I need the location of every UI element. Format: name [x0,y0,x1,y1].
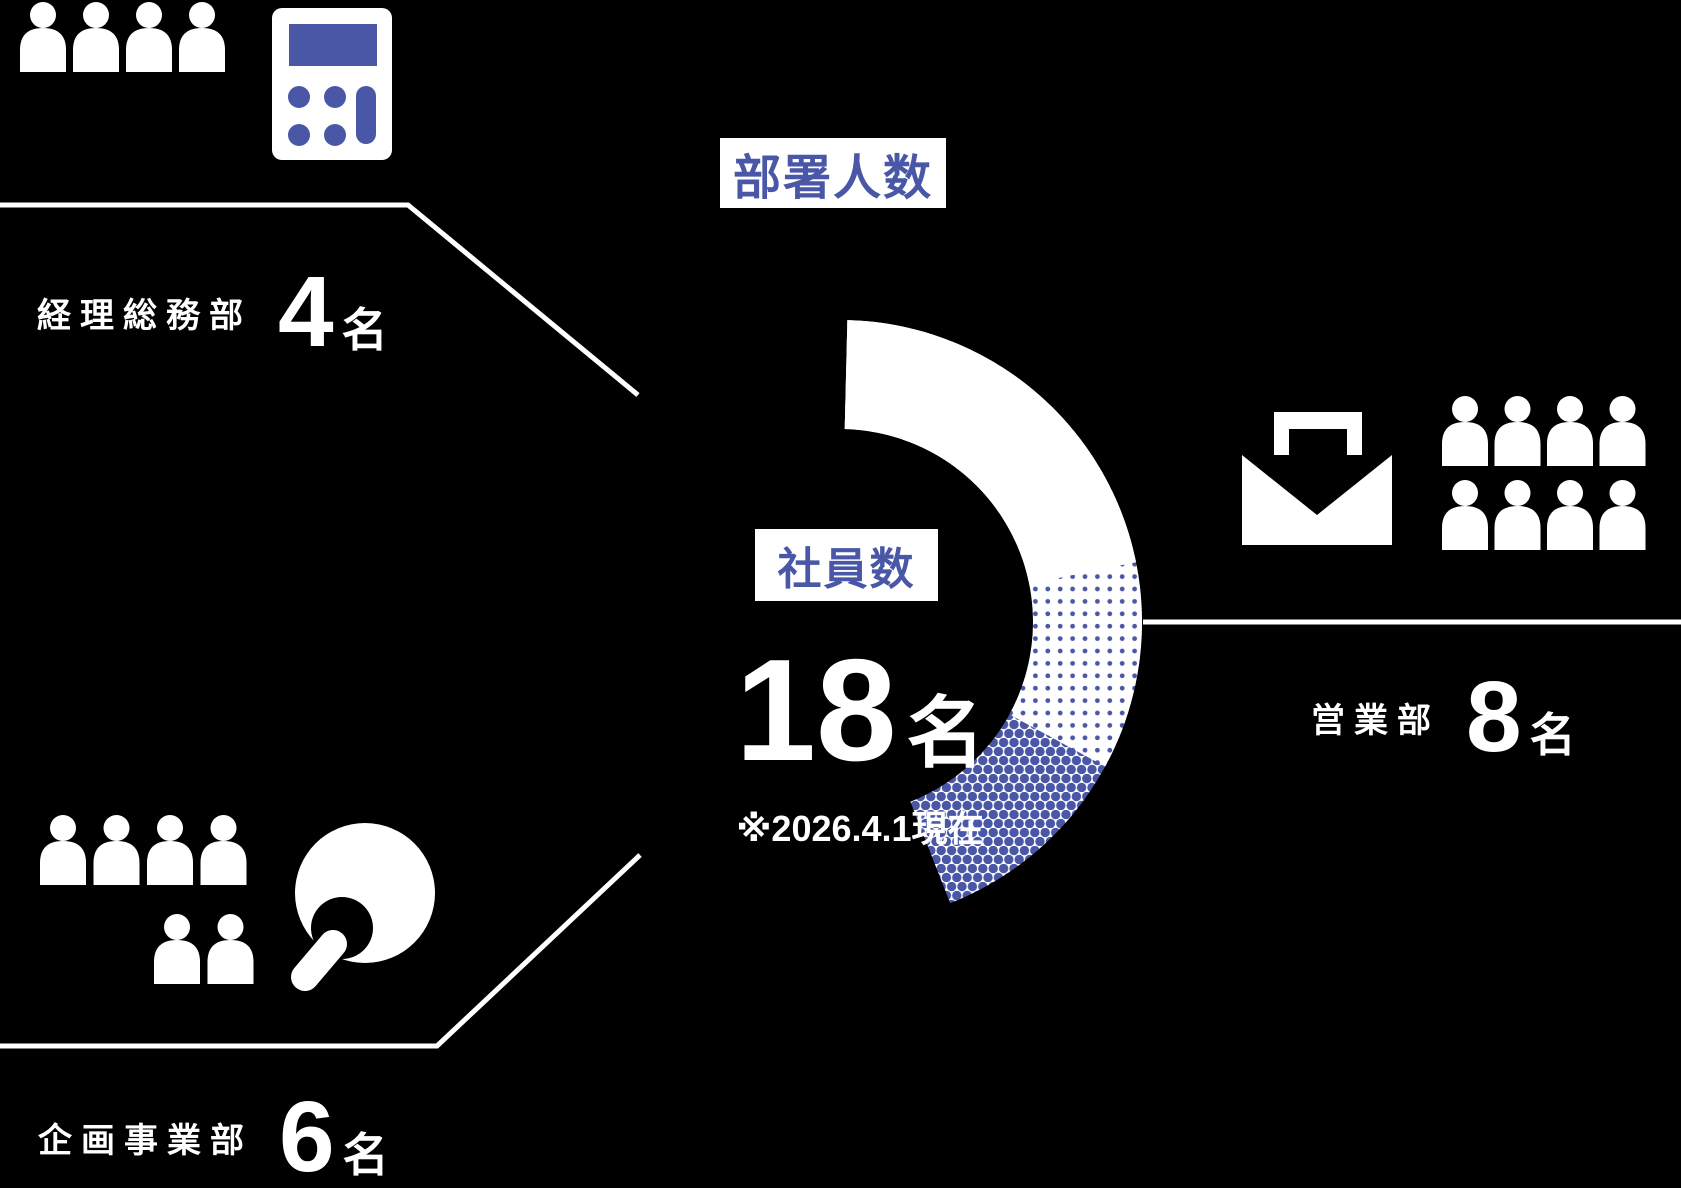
employee-total-value: 18 [735,629,897,791]
person-icon [154,914,200,984]
person-icon [1442,480,1488,550]
person-icon [93,815,140,885]
person-icon [20,2,66,72]
donut-segment-経理総務部 [844,320,1137,584]
dept-count-sales: 8 [1466,661,1522,773]
chart-title: 部署人数 [732,152,933,205]
person-icon [1494,396,1541,466]
dept-label-accounting: 経理総務部 4 名 [37,262,388,362]
employee-total-unit: 名 [906,689,985,777]
person-icon [40,815,86,885]
leader-line-accounting [0,202,640,397]
dept-unit-sales: 名 [1529,709,1576,761]
person-icon [179,2,225,72]
leader-line-planning [0,853,642,1049]
person-icon [1547,480,1593,550]
briefcase-icon [1242,412,1392,545]
people-group-icon-sales [1442,396,1646,550]
magnifier-icon [291,823,435,991]
dept-name-accounting: 経理総務部 [37,296,252,335]
person-icon [1547,396,1593,466]
dept-unit-planning: 名 [342,1129,389,1181]
dept-name-sales: 営業部 [1311,701,1440,740]
donut-chart [844,320,1143,904]
dept-count-planning: 6 [279,1081,335,1188]
people-group-icon-planning [40,815,254,984]
people-group-icon-accounting [20,2,225,72]
person-icon [200,815,247,885]
person-icon [147,815,193,885]
employee-count-badge: 社員数 [755,529,938,601]
person-icon [1494,480,1541,550]
dept-label-sales: 営業部 8 名 [1311,667,1576,767]
person-icon [1599,396,1646,466]
dept-count-accounting: 4 [278,256,334,368]
dept-label-planning: 企画事業部 6 名 [38,1087,389,1187]
person-icon [1599,480,1646,550]
as-of-date-note: ※2026.4.1現在 [736,808,984,849]
person-icon [73,2,119,72]
employee-total: 18 名 [600,638,1120,783]
person-icon [126,2,172,72]
person-icon [1442,396,1488,466]
employee-count-badge-label: 社員数 [777,545,916,594]
calculator-icon [272,8,392,160]
dept-unit-accounting: 名 [341,304,388,356]
chart-title-badge: 部署人数 [720,138,946,208]
dept-name-planning: 企画事業部 [38,1121,253,1160]
person-icon [207,914,254,984]
